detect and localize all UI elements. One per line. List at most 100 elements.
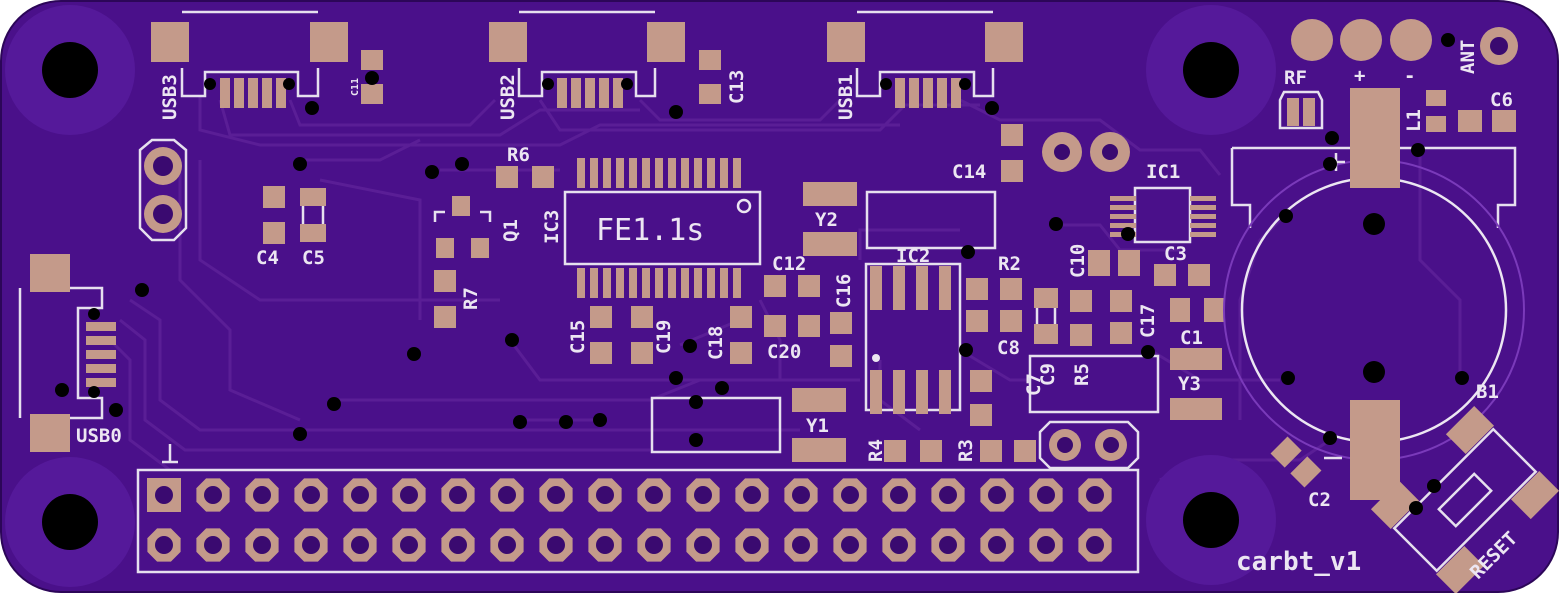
via [559,415,573,429]
y1-outline [650,396,782,454]
pin1-marker [162,444,178,464]
gpio-pin-hole [792,486,810,504]
via [593,413,607,427]
via [959,343,973,357]
via [293,157,307,171]
gpio-pin-hole [351,536,369,554]
label-c10: C10 [1067,244,1089,278]
label-y2: Y2 [815,209,838,231]
gpio-pin-hole [253,536,271,554]
y2-outline [865,190,997,250]
label-usb2: USB2 [497,74,519,120]
gpio-pin-hole [1037,486,1055,504]
ic2-chip [864,262,962,414]
usb1-connector [827,10,1023,108]
mounting-hole [1183,492,1239,548]
via [1409,501,1423,515]
label-c4: C4 [256,247,279,269]
gpio-pin-hole [645,486,663,504]
label-c3: C3 [1164,243,1187,265]
gpio-pin-hole [547,486,565,504]
label-b1: B1 [1476,381,1499,403]
label-r7: R7 [460,287,482,310]
via [683,339,697,353]
board-name: carbt_v1 [1236,547,1361,577]
via [513,415,527,429]
label-ic2: IC2 [896,245,930,267]
gpio-pin-hole [253,486,271,504]
label-minus: - [1404,65,1415,87]
gpio-pin-hole [449,486,467,504]
via [961,245,975,259]
label-c1: C1 [1180,327,1203,349]
via [505,333,519,347]
via [1441,33,1455,47]
via [455,157,469,171]
via [1411,143,1425,157]
gpio-pin-hole [498,536,516,554]
gpio-pin-hole [841,536,859,554]
gpio-pin-hole [400,536,418,554]
label-c19: C19 [653,320,675,354]
usb2-connector [489,10,685,108]
gpio-pin-hole [547,536,565,554]
mounting-hole [42,494,98,550]
label-c14: C14 [952,161,986,183]
gpio-pin-hole [939,486,957,504]
label-c8: C8 [997,337,1020,359]
reset-button[interactable] [1370,405,1559,593]
gpio-header-outline [136,468,1140,574]
reset-header [1038,420,1140,470]
gpio-pin-hole [1086,536,1104,554]
label-y1: Y1 [806,415,829,437]
label-c16: C16 [833,274,855,308]
label-r6: R6 [507,144,530,166]
gpio-pin-hole [743,536,761,554]
mounting-hole [42,42,98,98]
label-ant: ANT [1457,40,1479,74]
label-c5: C5 [302,247,325,269]
gpio-pin-hole [743,486,761,504]
gpio-pin-hole [1037,536,1055,554]
via [1141,345,1155,359]
label-r4: R4 [865,439,887,462]
jumper-header [138,138,188,242]
gpio-header [147,478,1112,562]
label-c20: C20 [767,341,801,363]
mounting-holes [5,5,1276,587]
via [305,101,319,115]
via [1049,217,1063,231]
antenna-pads [1042,132,1130,172]
label-c7: C7 [1023,373,1045,396]
gpio-pin-hole [1086,486,1104,504]
label-usb0: USB0 [76,425,122,447]
label-r2: R2 [998,253,1021,275]
label-c2: C2 [1308,489,1331,511]
label-c18: C18 [705,326,727,360]
vias [55,33,1469,515]
gpio-pin-hole [694,486,712,504]
via [689,433,703,447]
label-c9: C9 [1037,363,1059,386]
ic3-chip: FE1.1s [563,158,762,298]
power-pads [1291,19,1518,65]
gpio-pin-hole [351,486,369,504]
label-usb3: USB3 [159,74,181,120]
via [327,397,341,411]
via [715,381,729,395]
label-l1: L1 [1403,109,1425,132]
gpio-pin-hole [302,486,320,504]
gpio-pin-hole [498,486,516,504]
usb0-connector [18,254,116,452]
gpio-pin-hole [155,486,173,504]
label-q1: Q1 [500,219,522,242]
via [55,383,69,397]
via [1323,157,1337,171]
gpio-pin-hole [596,486,614,504]
trace-network [108,95,1462,482]
via [1427,479,1441,493]
gpio-pin-hole [204,536,222,554]
label-plus: + [1354,65,1365,87]
via [1279,209,1293,223]
